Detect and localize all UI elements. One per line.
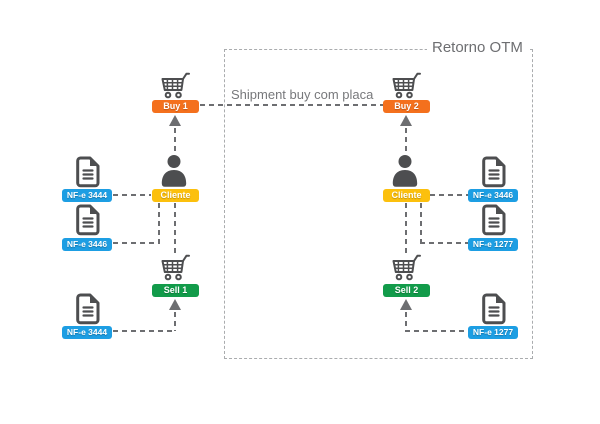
document-icon: [480, 204, 508, 236]
cart-icon: [389, 253, 423, 281]
connector-cliente1-sell1: [174, 203, 176, 255]
connector-doc6-v: [405, 312, 407, 331]
node-cliente-left: Cliente: [152, 189, 199, 202]
document-icon: [74, 204, 102, 236]
connector-doc2-corner-v: [158, 203, 160, 244]
arrowhead-up: [169, 115, 181, 126]
doc-label-nfe: NF-e 3446: [62, 238, 112, 251]
node-buy-1: Buy 1: [152, 100, 199, 113]
arrowhead-up: [400, 115, 412, 126]
retorno-otm-box: [224, 49, 533, 359]
connector-cliente2-doc4: [430, 194, 468, 196]
node-sell-2: Sell 2: [383, 284, 430, 297]
node-sell-1: Sell 1: [152, 284, 199, 297]
node-cliente-right: Cliente: [383, 189, 430, 202]
arrowhead-up: [169, 299, 181, 310]
connector-doc1-cliente1: [113, 194, 151, 196]
doc-label-nfe: NF-e 1277: [468, 238, 518, 251]
cart-icon: [389, 71, 423, 99]
connector-doc6-h: [405, 330, 468, 332]
connector-cliente2-buy2: [405, 128, 407, 155]
doc-label-nfe: NF-e 3444: [62, 326, 112, 339]
document-icon: [480, 293, 508, 325]
node-buy-2: Buy 2: [383, 100, 430, 113]
connector-doc5-corner-v: [420, 203, 422, 244]
cart-icon: [158, 71, 192, 99]
shipment-label: Shipment buy com placa: [231, 87, 374, 102]
doc-label-nfe: NF-e 1277: [468, 326, 518, 339]
arrowhead-up: [400, 299, 412, 310]
document-icon: [74, 293, 102, 325]
retorno-otm-title: Retorno OTM: [427, 39, 528, 56]
connector-doc5-corner-h: [420, 242, 468, 244]
person-icon: [160, 154, 188, 188]
connector-buy1-buy2: [200, 104, 384, 106]
doc-label-nfe: NF-e 3446: [468, 189, 518, 202]
connector-cliente1-buy1: [174, 128, 176, 155]
cart-icon: [158, 253, 192, 281]
document-icon: [74, 156, 102, 188]
document-icon: [480, 156, 508, 188]
connector-doc3-h: [113, 330, 175, 332]
doc-label-nfe: NF-e 3444: [62, 189, 112, 202]
connector-cliente2-sell2: [405, 203, 407, 255]
person-icon: [391, 154, 419, 188]
connector-doc2-corner-h: [113, 242, 160, 244]
connector-doc3-v: [174, 312, 176, 331]
